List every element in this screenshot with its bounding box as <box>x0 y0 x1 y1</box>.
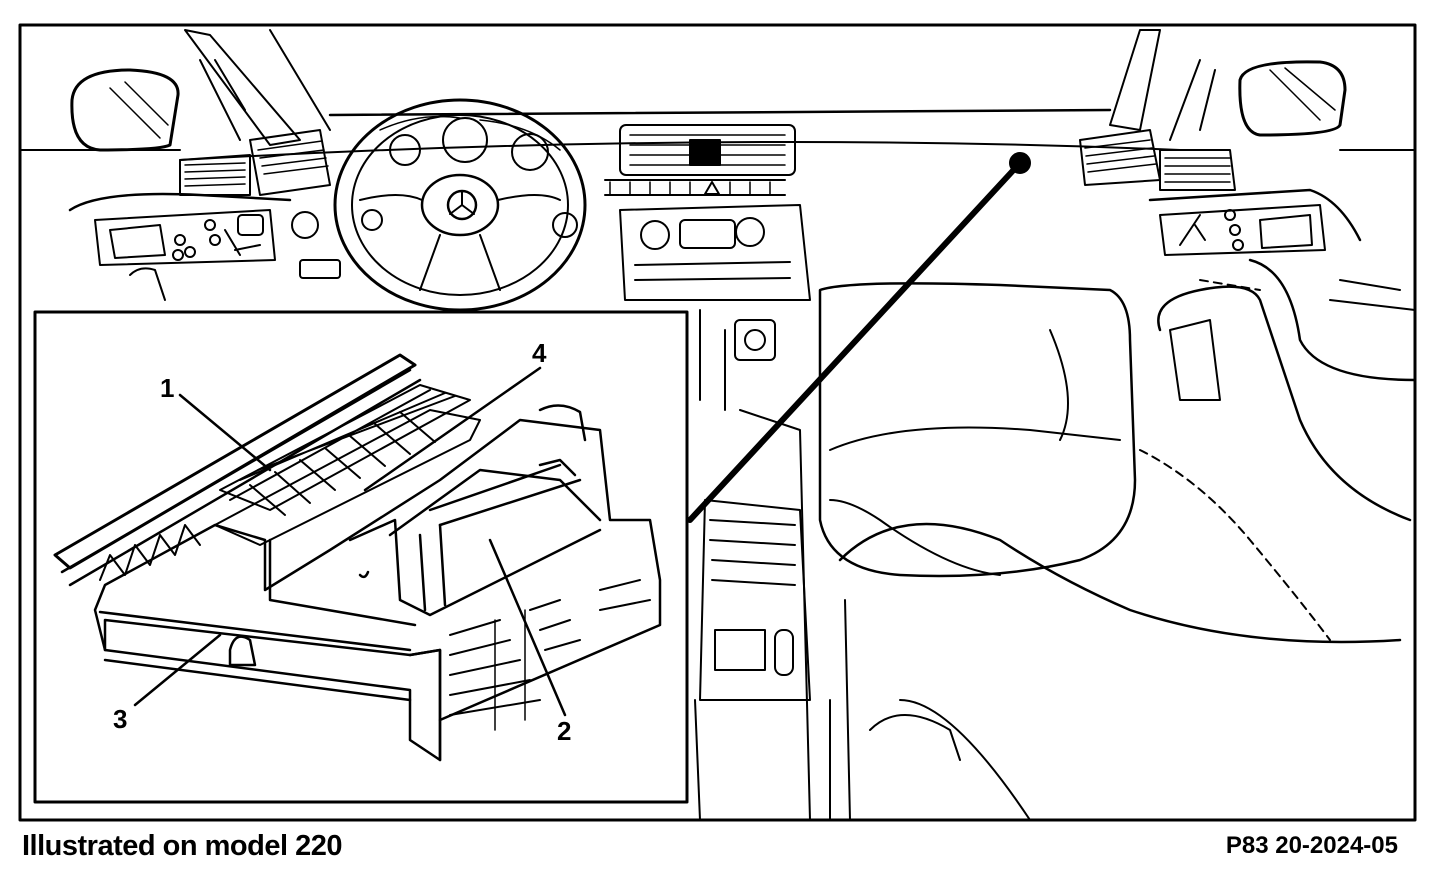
callout-4: 4 <box>532 338 547 368</box>
figure-caption: Illustrated on model 220 <box>22 830 342 862</box>
dashboard-scene <box>19 29 1417 821</box>
callout-2: 2 <box>557 716 571 746</box>
leader-1 <box>178 393 272 472</box>
light-switch <box>291 211 319 239</box>
windshield-base <box>328 108 1112 117</box>
center-console <box>619 204 831 821</box>
passenger-seat <box>818 282 1402 821</box>
rear-seat <box>1139 258 1417 641</box>
left-door-panel <box>94 209 276 301</box>
right-vents <box>1079 129 1236 191</box>
callout-leaders <box>133 366 567 717</box>
leader-2 <box>488 538 567 717</box>
left-vents <box>179 129 331 196</box>
callout-1: 1 <box>160 373 174 403</box>
leader-3 <box>133 633 222 707</box>
top-rail <box>53 353 417 570</box>
right-a-pillar <box>1109 29 1161 131</box>
steering-wheel <box>333 98 587 312</box>
right-door-panel <box>1159 204 1416 311</box>
inset-frame <box>33 310 689 804</box>
left-a-pillar <box>184 29 301 146</box>
right-mirror <box>1238 60 1347 137</box>
heater-unit <box>53 353 662 762</box>
leader-4 <box>363 366 542 492</box>
housing-body <box>93 418 662 762</box>
center-vent <box>604 124 796 196</box>
leader-line <box>687 160 1023 523</box>
left-mirror <box>70 68 180 152</box>
figure-reference: P83 20-2024-05 <box>1225 832 1398 859</box>
callout-3: 3 <box>113 704 127 734</box>
outer-frame <box>18 23 1417 822</box>
grid-top <box>214 384 481 546</box>
